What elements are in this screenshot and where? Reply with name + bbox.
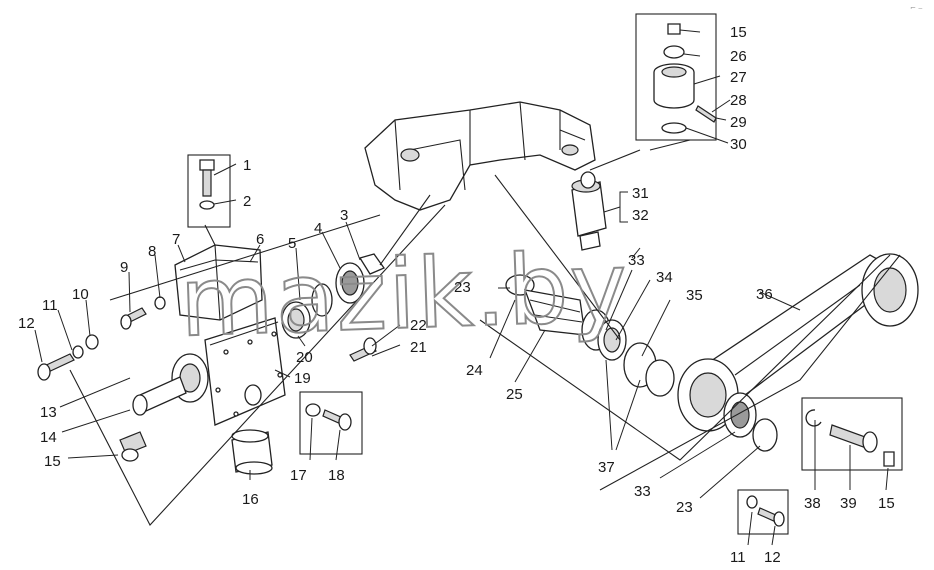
label-14: 14 xyxy=(40,429,57,446)
label-2: 2 xyxy=(243,193,251,210)
label-29: 29 xyxy=(730,114,747,131)
label-12-bottom: 12 xyxy=(764,549,781,566)
label-15-left: 15 xyxy=(44,453,61,470)
cover-plate-19 xyxy=(204,317,286,426)
bearing-cup-16 xyxy=(231,429,273,475)
label-11-bottom: 11 xyxy=(730,549,746,566)
label-11: 11 xyxy=(42,297,58,314)
ball-joint-31-32 xyxy=(571,171,607,251)
label-16: 16 xyxy=(242,491,259,508)
label-38: 38 xyxy=(804,495,821,512)
bolt-21-22 xyxy=(349,337,377,362)
callout-labels: 1 2 3 4 5 6 7 8 9 10 11 12 13 14 15 16 1… xyxy=(18,24,895,566)
leader-lines xyxy=(34,29,889,546)
label-6: 6 xyxy=(256,231,264,248)
label-23-bottom: 23 xyxy=(676,499,693,516)
bearing-rings-3-5-20 xyxy=(281,253,385,339)
label-33-bottom: 33 xyxy=(634,483,651,500)
label-28: 28 xyxy=(730,92,747,109)
seal-washer-lower xyxy=(723,392,778,452)
left-bolts-9-12 xyxy=(37,296,166,381)
label-3: 3 xyxy=(340,207,348,224)
bolt-box-1-2 xyxy=(187,154,231,228)
label-39: 39 xyxy=(840,495,857,512)
label-37: 37 xyxy=(598,459,615,476)
label-15-top: 15 xyxy=(730,24,747,41)
link-rod-36 xyxy=(677,253,919,432)
label-19: 19 xyxy=(294,370,311,387)
label-21: 21 xyxy=(410,339,427,356)
label-24: 24 xyxy=(466,362,483,379)
label-30: 30 xyxy=(730,136,747,153)
label-33-top: 33 xyxy=(628,252,645,269)
label-8: 8 xyxy=(148,243,156,260)
label-15-right: 15 xyxy=(878,495,895,512)
label-35: 35 xyxy=(686,287,703,304)
label-13: 13 xyxy=(40,404,57,421)
ball-joint-box-15-30 xyxy=(635,13,717,141)
corner-mark: ⌐ ‒ xyxy=(910,4,923,12)
label-20: 20 xyxy=(296,349,313,366)
label-5: 5 xyxy=(288,235,296,252)
bolt-box-11-12-lower xyxy=(737,489,789,535)
bolt-box-17-18 xyxy=(299,391,363,455)
label-34: 34 xyxy=(656,269,673,286)
label-4: 4 xyxy=(314,220,322,237)
label-32: 32 xyxy=(632,207,649,224)
label-27: 27 xyxy=(730,69,747,86)
watermark-text: mazik.by xyxy=(178,231,631,359)
rings-33-35-37 xyxy=(581,309,675,397)
label-23: 23 xyxy=(454,279,471,296)
label-18: 18 xyxy=(328,467,345,484)
label-7: 7 xyxy=(172,231,180,248)
label-9: 9 xyxy=(120,259,128,276)
label-26: 26 xyxy=(730,48,747,65)
label-31: 31 xyxy=(632,185,649,202)
flange-shaft-13-14 xyxy=(119,353,209,462)
label-36: 36 xyxy=(756,286,773,303)
bolt-box-38-39-15 xyxy=(801,397,903,471)
label-12: 12 xyxy=(18,315,35,332)
label-1: 1 xyxy=(243,157,251,174)
frame-bracket-casting xyxy=(364,101,596,211)
label-22: 22 xyxy=(410,317,427,334)
label-17: 17 xyxy=(290,467,307,484)
assembly-outline-lines xyxy=(69,139,901,526)
label-25: 25 xyxy=(506,386,523,403)
label-10: 10 xyxy=(72,286,89,303)
